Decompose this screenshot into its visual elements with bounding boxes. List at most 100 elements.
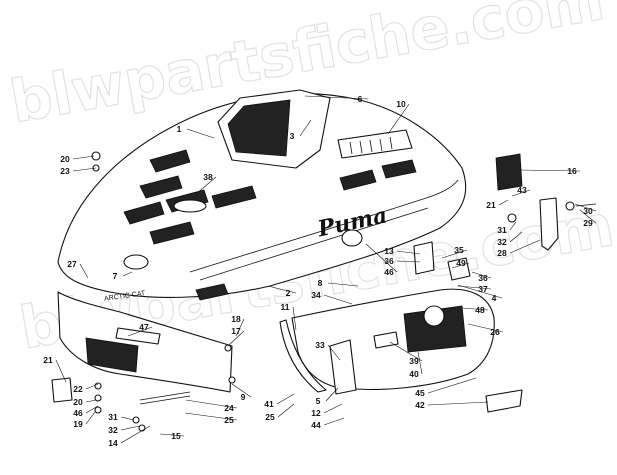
- callout-leader-c42: [427, 401, 489, 406]
- callout-label-c25b: 25: [265, 412, 275, 422]
- callout-label-c4: 4: [492, 293, 497, 303]
- callout-group: 1234567891011121314151617181920202121222…: [43, 94, 597, 448]
- callout-label-c38: 38: [203, 172, 213, 182]
- callout-leader-c32: [509, 231, 523, 243]
- callout-leader-c10: [387, 103, 410, 135]
- nose-pan-assembly: [51, 291, 233, 405]
- side-panel-mount: [413, 241, 435, 275]
- callout-leader-c13: [396, 250, 421, 255]
- callout-leader-c19: [85, 411, 96, 425]
- side-panel-knob: [423, 305, 445, 327]
- callout-label-c2: 2: [286, 288, 291, 298]
- right-hardware: [495, 153, 597, 251]
- callout-leader-c7: [122, 271, 133, 277]
- callout-label-c20b: 20: [73, 397, 83, 407]
- callout-leader-c46b: [85, 405, 99, 414]
- callout-leader-c44: [323, 417, 345, 426]
- callout-leader-c45: [427, 377, 477, 394]
- callout-label-c29: 29: [583, 218, 593, 228]
- callout-leader-c29: [579, 209, 597, 224]
- side-panel-assembly: [279, 241, 523, 413]
- side-panel-lip: [279, 319, 327, 393]
- callout-leader-c11: [292, 306, 297, 331]
- headlight: [123, 254, 149, 270]
- callout-leader-c1: [186, 128, 215, 139]
- callout-label-c21: 21: [486, 200, 496, 210]
- side-panel-latch: [447, 257, 471, 281]
- callout-label-c44: 44: [311, 420, 321, 430]
- callout-label-c37: 37: [478, 284, 488, 294]
- callout-label-c13: 13: [384, 246, 394, 256]
- fastener-22: [94, 382, 102, 390]
- callout-label-c35: 35: [454, 245, 464, 255]
- callout-leader-c36: [396, 260, 421, 263]
- callout-leader-c15: [159, 433, 185, 437]
- callout-leader-c46: [365, 243, 398, 273]
- callout-label-c36: 36: [384, 256, 394, 266]
- callout-leader-c31b: [120, 416, 135, 421]
- callout-label-c14: 14: [108, 438, 118, 448]
- callout-leader-c35: [441, 249, 468, 259]
- hood-assembly: Puma ARCTIC CAT: [57, 89, 467, 303]
- hinge-bracket-28: [539, 197, 559, 251]
- fastener-9: [228, 376, 236, 384]
- washer-21: [507, 213, 517, 223]
- callout-label-c5: 5: [316, 396, 321, 406]
- callout-label-c34: 34: [311, 290, 321, 300]
- washer-30: [565, 201, 575, 211]
- callout-label-c22: 22: [73, 384, 83, 394]
- callout-label-c26: 26: [490, 327, 500, 337]
- callout-leader-c47: [127, 326, 153, 337]
- callout-label-c3: 3: [290, 131, 295, 141]
- callout-leader-c22: [85, 383, 99, 390]
- side-panel-mud-flap: [485, 389, 523, 413]
- hood-side-stripe: [189, 179, 459, 273]
- callout-label-c48: 48: [475, 305, 485, 315]
- callout-label-c46: 46: [384, 267, 394, 277]
- callout-label-c28: 28: [497, 248, 507, 258]
- callout-label-c47: 47: [139, 322, 149, 332]
- callout-leader-c21: [498, 199, 509, 206]
- callout-leader-c32b: [120, 425, 141, 431]
- callout-label-c45: 45: [415, 388, 425, 398]
- lower-bracket-47: [115, 327, 161, 345]
- callout-label-c27: 27: [67, 259, 77, 269]
- callout-label-c17: 17: [231, 326, 241, 336]
- callout-leader-c48: [461, 307, 489, 311]
- callout-leader-c39: [389, 341, 423, 362]
- callout-leader-c30: [574, 203, 597, 212]
- callout-leader-c38: [195, 176, 217, 195]
- hood-vent-panel: [337, 129, 413, 159]
- callout-leader-c37: [457, 285, 492, 290]
- callout-leader-c25b: [277, 403, 295, 418]
- callout-label-c7: 7: [113, 271, 118, 281]
- callout-leader-c31: [509, 221, 517, 231]
- callout-label-c31: 31: [497, 225, 507, 235]
- callout-label-c33: 33: [315, 340, 325, 350]
- callout-leader-c8: [327, 282, 359, 287]
- callout-leader-c23: [72, 167, 97, 172]
- callout-leader-c40: [417, 351, 423, 375]
- callout-leader-c28: [509, 239, 541, 254]
- callout-label-c11: 11: [281, 302, 290, 312]
- side-panel-grille: [403, 305, 467, 353]
- side-panel-inner: [329, 339, 357, 395]
- callout-leader-c9: [231, 383, 252, 398]
- callout-label-c25: 25: [224, 415, 234, 425]
- callout-leader-c41: [276, 393, 295, 405]
- callout-label-c18: 18: [231, 314, 241, 324]
- callout-label-c1: 1: [177, 124, 182, 134]
- callout-label-c9: 9: [241, 392, 246, 402]
- callout-label-c10: 10: [396, 99, 406, 109]
- callout-leader-c33: [327, 344, 341, 361]
- callout-leader-c12: [323, 403, 343, 414]
- hood-vent-slots: [349, 136, 393, 155]
- callout-label-c20: 20: [60, 154, 70, 164]
- callout-label-c42: 42: [415, 400, 425, 410]
- callout-leader-c20: [72, 155, 95, 160]
- side-panel-badge: [373, 331, 399, 349]
- callout-leader-c27: [79, 263, 89, 279]
- callout-label-c8: 8: [318, 278, 323, 288]
- callout-leader-c3: [299, 119, 312, 137]
- callout-leader-c17: [227, 330, 245, 347]
